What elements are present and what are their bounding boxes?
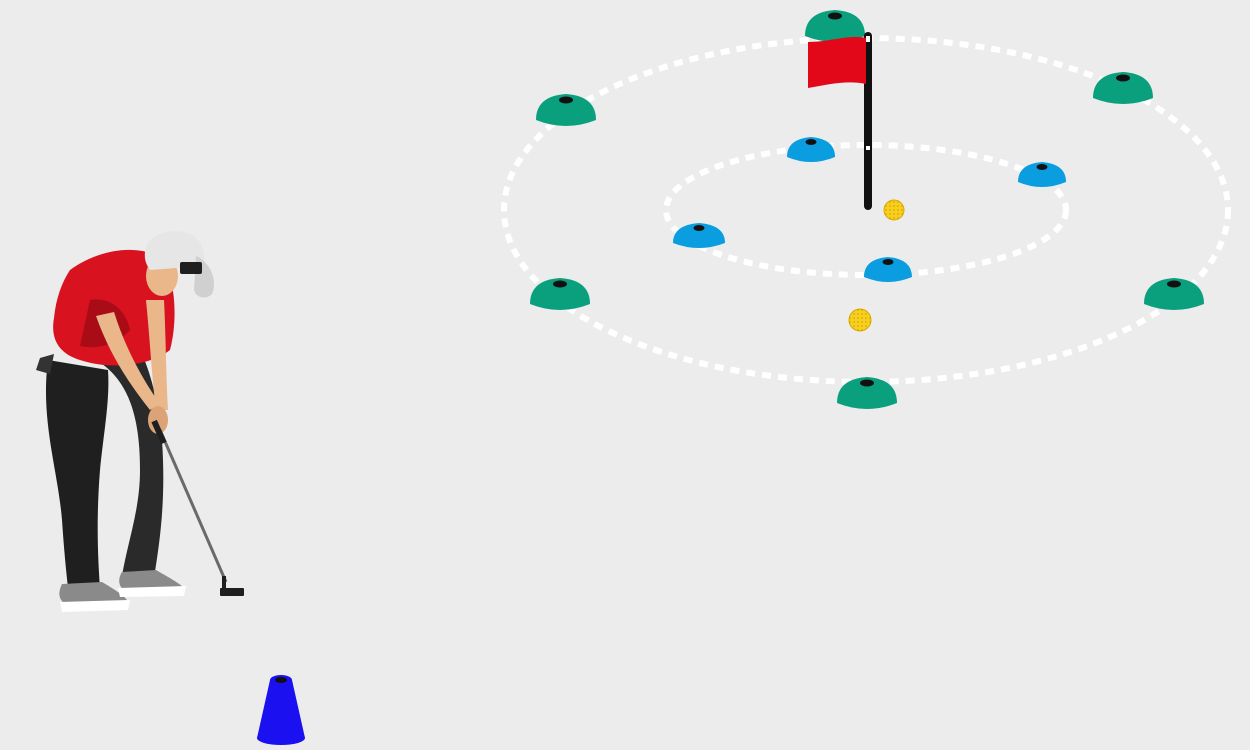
putter-hosel: [222, 576, 226, 590]
flagstick-band: [866, 36, 870, 42]
golfer-back-shoe-sole: [60, 600, 130, 612]
golf-ball: [849, 309, 871, 331]
flag: [808, 37, 866, 88]
golfer-cap-band: [180, 262, 202, 274]
flagstick-band: [866, 146, 870, 150]
golf-ball: [884, 200, 904, 220]
